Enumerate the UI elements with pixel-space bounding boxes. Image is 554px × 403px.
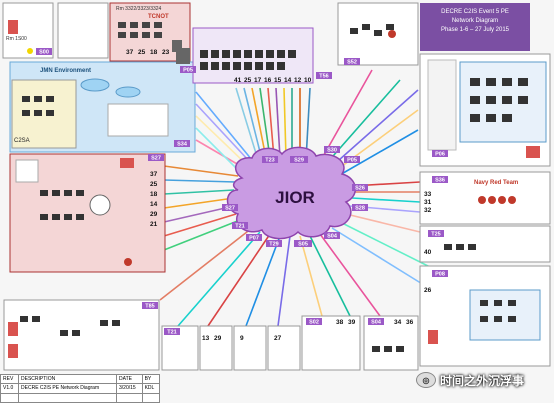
tag-p05b: P05	[347, 158, 357, 164]
bottom-num-38: 38	[336, 319, 344, 326]
tag-s020: S02	[309, 320, 319, 326]
legend-by: KDL	[141, 383, 161, 394]
tag-s30: S30	[327, 148, 337, 154]
left-num-29: 29	[150, 211, 158, 218]
jmn-env-label: JMN Environment	[40, 68, 91, 74]
top-num-12: 12	[294, 77, 302, 84]
tag-t21: T21	[235, 224, 244, 230]
navy-red-team-box: Navy Red Team S36 33 31 32	[419, 171, 551, 225]
legend-rev: V1.0	[0, 383, 20, 394]
legend-header-by: BY	[141, 373, 161, 385]
room-3322: Rm 3322/3323/3324	[116, 6, 162, 12]
left-num-21: 21	[150, 221, 158, 228]
bottom-num-13: 13	[202, 335, 210, 342]
left-num-18: 18	[150, 191, 158, 198]
left-num-25: 25	[150, 181, 158, 188]
tcnot-label: TCNOT	[148, 14, 169, 20]
watermark: ◎ 时间之外沉浮事	[416, 368, 552, 392]
tag-s29: S29	[294, 158, 304, 164]
tag-t56: T56	[319, 74, 328, 80]
top-num-14: 14	[284, 77, 292, 84]
top-left-region: Rm 1S00 S00	[2, 2, 109, 59]
legend-header-desc: DESCRIPTION	[18, 373, 118, 385]
legend-date: 3/20/15	[116, 383, 143, 394]
tag-s28: S28	[355, 206, 365, 212]
tag-t25: T25	[431, 232, 440, 238]
left-num-37: 37	[150, 171, 158, 178]
right-middle-box: T25 40	[419, 225, 551, 263]
tag-s26: S26	[355, 186, 365, 192]
top-num-15: 15	[274, 77, 282, 84]
right-num-31: 31	[424, 199, 432, 206]
tcnot-num-18: 18	[150, 49, 158, 56]
top-num-16: 16	[264, 77, 272, 84]
top-num-25: 25	[244, 77, 252, 84]
tag-s04b: S04	[371, 320, 382, 326]
revision-legend: REV DESCRIPTION DATE BY V1.0 DECRE C2IS …	[0, 373, 161, 403]
bottom-num-9: 9	[240, 335, 244, 342]
tcnot-num-37: 37	[126, 49, 134, 56]
top-num-17: 17	[254, 77, 262, 84]
tag-t38: T23	[265, 158, 274, 164]
tag-s27: S27	[225, 206, 235, 212]
bottom-num-29: 29	[214, 335, 222, 342]
tag-s04: S04	[327, 234, 338, 240]
legend-header-rev: REV	[0, 373, 20, 385]
tag-s27b: S27	[151, 156, 161, 162]
legend-desc: DECRE C2IS PE Network Diagram	[18, 383, 118, 394]
bottom-left-lab: T85	[3, 299, 160, 371]
tag-p06: P06	[435, 152, 445, 158]
tcnot-num-25: 25	[138, 49, 146, 56]
top-center-lab: P05 T56 41 25 17 16 15 14 12 10	[176, 27, 332, 84]
wechat-icon: ◎	[416, 372, 436, 388]
bottom-num-36: 36	[406, 319, 414, 326]
right-num-33: 33	[424, 191, 432, 198]
right-num-40: 40	[424, 249, 432, 256]
left-num-14: 14	[150, 201, 158, 208]
top-right-region: S52	[337, 2, 419, 66]
c2sa-label: C2SA	[14, 138, 30, 144]
jior-cloud: JIOR	[226, 146, 356, 240]
tag-t29: T29	[269, 242, 278, 248]
jmn-environment: JMN Environment C2SA S34	[9, 61, 196, 153]
right-lab: P06	[419, 53, 551, 167]
tag-p08: P08	[435, 272, 445, 278]
tag-s005: S05	[298, 242, 308, 248]
tag-s34: S34	[177, 142, 188, 148]
room-1s00: Rm 1S00	[6, 36, 27, 42]
tag-s00: S00	[39, 50, 49, 56]
bottom-row: T21 13 29 9 27 S02 38 39 S04 34 36	[161, 315, 419, 371]
right-num-32: 32	[424, 207, 432, 214]
title-line-3: Phase 1-6 – 27 July 2015	[441, 27, 510, 33]
tag-s36: S36	[435, 178, 445, 184]
tag-p05: P05	[183, 68, 193, 74]
tag-t85: T85	[145, 304, 154, 310]
right-num-26: 26	[424, 287, 432, 294]
top-num-10: 10	[304, 77, 312, 84]
title-line-2: Network Diagram	[452, 18, 498, 24]
bottom-num-27: 27	[274, 335, 282, 342]
tag-p07: P07	[249, 236, 259, 242]
bottom-num-39: 39	[348, 319, 356, 326]
watermark-text: 时间之外沉浮事	[440, 373, 525, 388]
legend-header-date: DATE	[116, 373, 143, 385]
cloud-tags: S29 S30 P05 S26 S28 S04 S05 T29 P07 T21 …	[222, 146, 368, 248]
title-line-1: DECRE C2IS Event 5 PE	[441, 9, 509, 15]
left-lab: S27 37 25 18 14 29 21	[9, 153, 166, 273]
tcnot-num-23: 23	[162, 49, 170, 56]
tag-t21b: T21	[167, 330, 176, 336]
jior-label: JIOR	[275, 188, 315, 207]
bottom-num-34: 34	[394, 319, 402, 326]
navy-red-team-label: Navy Red Team	[474, 180, 518, 186]
right-bottom-lab: P08 26	[419, 265, 551, 367]
tag-s52: S52	[347, 60, 357, 66]
top-num-41: 41	[234, 77, 242, 84]
